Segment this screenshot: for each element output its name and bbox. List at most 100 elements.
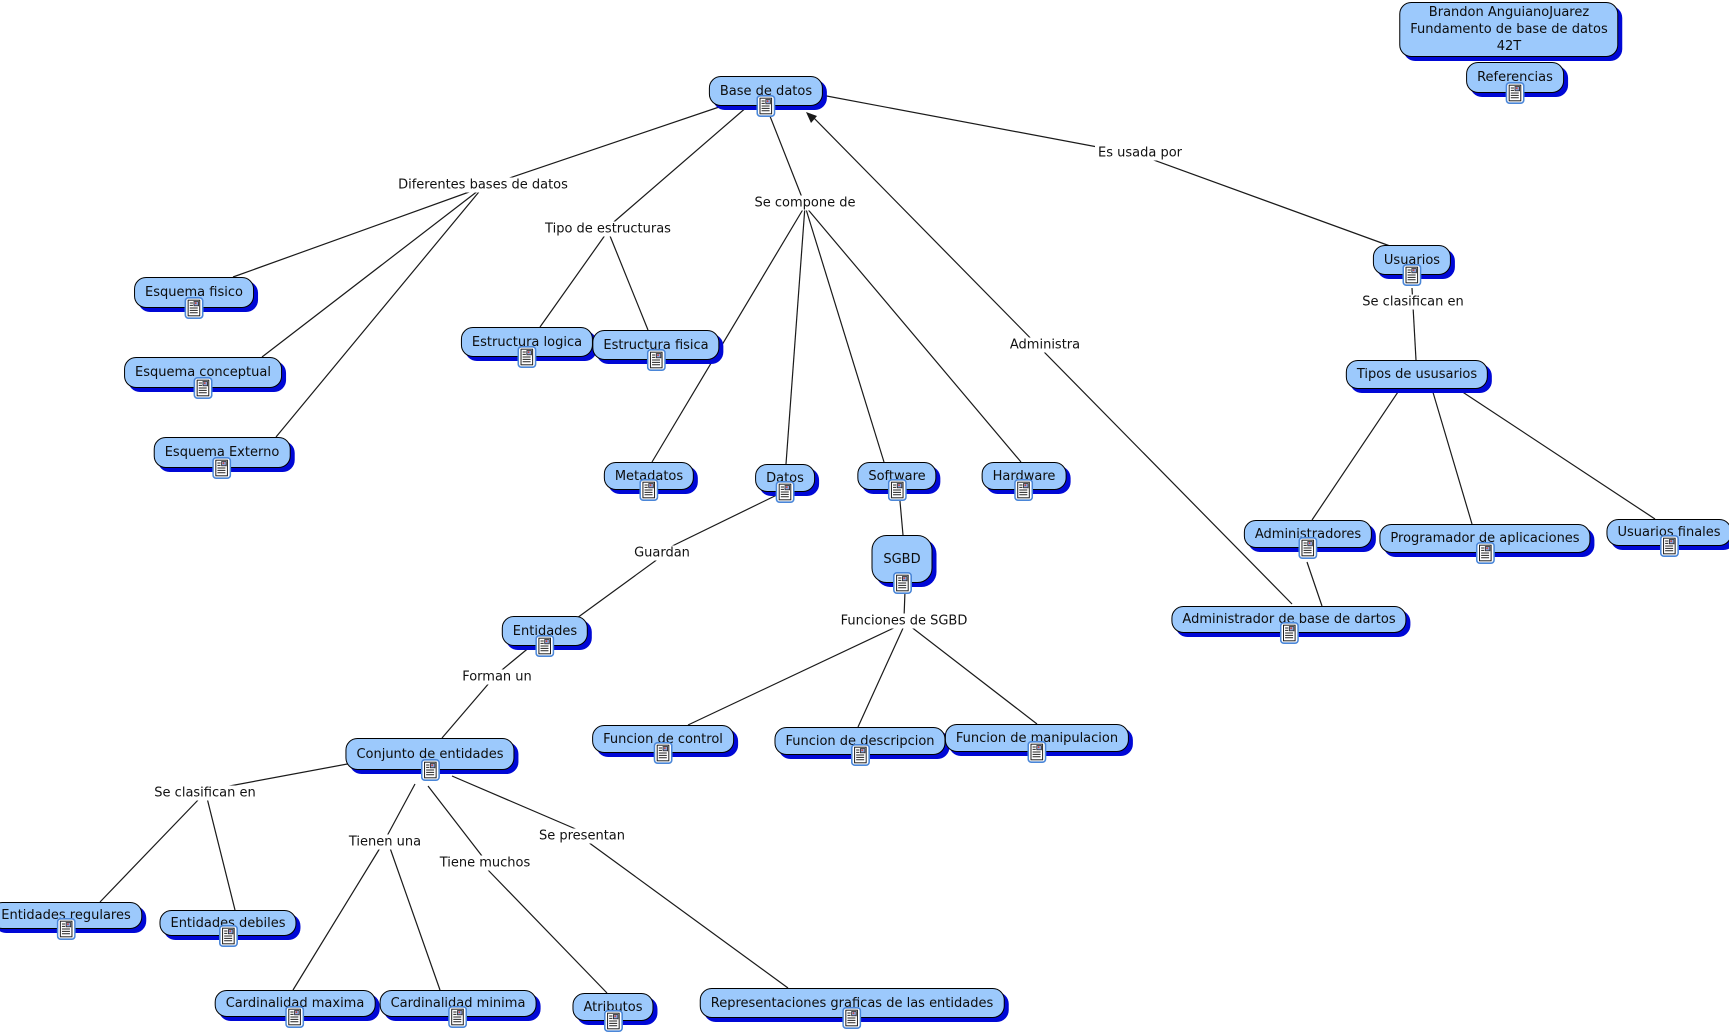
edge-line xyxy=(1431,388,1473,525)
edge-line xyxy=(386,783,416,837)
node-label: Conjunto de entidades xyxy=(356,746,504,762)
resource-icon[interactable] xyxy=(1028,741,1047,763)
node-cardinalidad-minima[interactable]: Cardinalidad minima xyxy=(379,990,537,1017)
resource-icon[interactable] xyxy=(1298,537,1317,559)
edge-label-tienen-una[interactable]: Tienen una xyxy=(345,834,425,850)
edge-line xyxy=(1139,154,1391,247)
resource-icon[interactable] xyxy=(286,1006,305,1028)
resource-icon[interactable] xyxy=(1280,622,1299,644)
node-label: Esquema conceptual xyxy=(135,365,271,380)
node-label: Entidades regulares xyxy=(1,908,131,923)
resource-icon[interactable] xyxy=(639,479,658,501)
node-entidades-debiles[interactable]: Entidades debiles xyxy=(159,910,297,936)
edge-label-forman-un[interactable]: Forman un xyxy=(459,669,535,685)
node-label: Programador de aplicaciones xyxy=(1390,531,1580,546)
resource-icon[interactable] xyxy=(1475,542,1494,564)
node-cardinalidad-maxima[interactable]: Cardinalidad maxima xyxy=(214,990,376,1017)
node-title-box[interactable]: Brandon AnguianoJuarez Fundamento de bas… xyxy=(1399,2,1619,57)
edge-line xyxy=(651,205,806,463)
node-label: Usuarios xyxy=(1383,252,1441,268)
edge-line xyxy=(275,186,484,438)
node-representaciones-graficas[interactable]: Representaciones graficas de las entidad… xyxy=(699,988,1005,1018)
node-label: Estructura fisica xyxy=(603,337,709,353)
node-base-de-datos[interactable]: Base de datos xyxy=(708,76,824,106)
edge-label-tipo-de-estructuras[interactable]: Tipo de estructuras xyxy=(542,221,674,237)
node-usuarios-finales[interactable]: Usuarios finales xyxy=(1606,519,1729,546)
resource-icon[interactable] xyxy=(888,479,907,501)
node-administradores[interactable]: Administradores xyxy=(1243,520,1373,548)
resource-icon[interactable] xyxy=(842,1007,861,1029)
resource-icon[interactable] xyxy=(1014,479,1033,501)
node-label: Esquema fisico xyxy=(145,285,243,300)
title-line-3: 42T xyxy=(1496,39,1522,55)
resource-icon[interactable] xyxy=(1505,82,1524,104)
node-sgbd[interactable]: SGBD xyxy=(871,535,933,583)
node-esquema-fisico[interactable]: Esquema fisico xyxy=(134,277,254,308)
resource-icon[interactable] xyxy=(603,1010,622,1032)
node-usuarios[interactable]: Usuarios xyxy=(1372,245,1452,275)
resource-icon[interactable] xyxy=(184,297,203,319)
edge-line xyxy=(482,103,729,188)
node-label: Cardinalidad maxima xyxy=(225,996,365,1011)
node-conjunto-de-entidades[interactable]: Conjunto de entidades xyxy=(345,738,515,770)
node-label: Funcion de control xyxy=(603,731,723,747)
resource-icon[interactable] xyxy=(646,349,665,371)
node-label: Representaciones graficas de las entidad… xyxy=(710,995,994,1011)
node-esquema-externo[interactable]: Esquema Externo xyxy=(153,437,291,468)
edge-label-se-presentan[interactable]: Se presentan xyxy=(535,828,629,844)
edge-label-diferentes-bases[interactable]: Diferentes bases de datos xyxy=(395,177,571,193)
edge-line xyxy=(785,205,806,465)
resource-icon[interactable] xyxy=(776,481,795,503)
resource-icon[interactable] xyxy=(1660,535,1679,557)
edge-line xyxy=(815,93,1141,156)
resource-icon[interactable] xyxy=(57,918,76,940)
node-hardware[interactable]: Hardware xyxy=(981,462,1067,490)
node-programador-de-aplicaciones[interactable]: Programador de aplicaciones xyxy=(1379,524,1591,553)
edge-label-guardan[interactable]: Guardan xyxy=(631,545,693,561)
node-funcion-de-descripcion[interactable]: Funcion de descripcion xyxy=(774,727,946,755)
edge-line xyxy=(607,230,649,331)
resource-icon[interactable] xyxy=(536,635,555,657)
node-funcion-de-manipulacion[interactable]: Funcion de manipulacion xyxy=(944,724,1130,752)
resource-icon[interactable] xyxy=(517,346,536,368)
edge-label-administra[interactable]: Administra xyxy=(1006,337,1084,353)
edge-label-tiene-muchos[interactable]: Tiene muchos xyxy=(436,855,534,871)
node-tipos-de-ususarios[interactable]: Tipos de ususarios xyxy=(1345,360,1489,389)
node-referencias[interactable]: Referencias xyxy=(1466,62,1564,93)
node-label: Entidades debiles xyxy=(170,915,286,931)
resource-icon[interactable] xyxy=(654,742,673,764)
edge-label-es-usada-por[interactable]: Es usada por xyxy=(1095,145,1185,161)
edge-line xyxy=(587,841,789,989)
node-entidades-regulares[interactable]: Entidades regulares xyxy=(0,902,142,929)
node-software[interactable]: Software xyxy=(857,462,937,490)
edge-label-se-compone-de[interactable]: Se compone de xyxy=(751,195,859,211)
resource-icon[interactable] xyxy=(213,457,232,479)
edge-line xyxy=(1457,388,1656,520)
node-estructura-logica[interactable]: Estructura logica xyxy=(460,327,594,357)
node-administrador-de-base-de-dartos[interactable]: Administrador de base de dartos xyxy=(1171,606,1407,633)
node-entidades[interactable]: Entidades xyxy=(501,616,589,646)
node-label: Administrador de base de dartos xyxy=(1182,612,1396,627)
node-label: Cardinalidad minima xyxy=(390,996,526,1011)
resource-icon[interactable] xyxy=(421,759,440,781)
node-metadatos[interactable]: Metadatos xyxy=(603,462,695,490)
node-esquema-conceptual[interactable]: Esquema conceptual xyxy=(124,357,282,388)
node-label: Funcion de descripcion xyxy=(785,733,935,749)
node-funcion-de-control[interactable]: Funcion de control xyxy=(592,725,734,753)
resource-icon[interactable] xyxy=(1403,264,1422,286)
node-estructura-fisica[interactable]: Estructura fisica xyxy=(592,330,720,360)
node-atributos[interactable]: Atributos xyxy=(572,993,654,1021)
node-datos[interactable]: Datos xyxy=(755,464,815,492)
edge-label-se-clasifican-en-usuarios[interactable]: Se clasifican en xyxy=(1359,294,1467,310)
edge-line xyxy=(441,681,491,739)
edge-label-se-clasifican-en-entidades[interactable]: Se clasifican en xyxy=(151,785,259,801)
edge-label-funciones-de-sgbd[interactable]: Funciones de SGBD xyxy=(837,613,971,629)
resource-icon[interactable] xyxy=(193,377,212,399)
node-label: Referencias xyxy=(1477,70,1553,85)
resource-icon[interactable] xyxy=(218,925,237,947)
resource-icon[interactable] xyxy=(893,572,912,594)
resource-icon[interactable] xyxy=(757,95,776,117)
resource-icon[interactable] xyxy=(850,744,869,766)
resource-icon[interactable] xyxy=(449,1006,468,1028)
